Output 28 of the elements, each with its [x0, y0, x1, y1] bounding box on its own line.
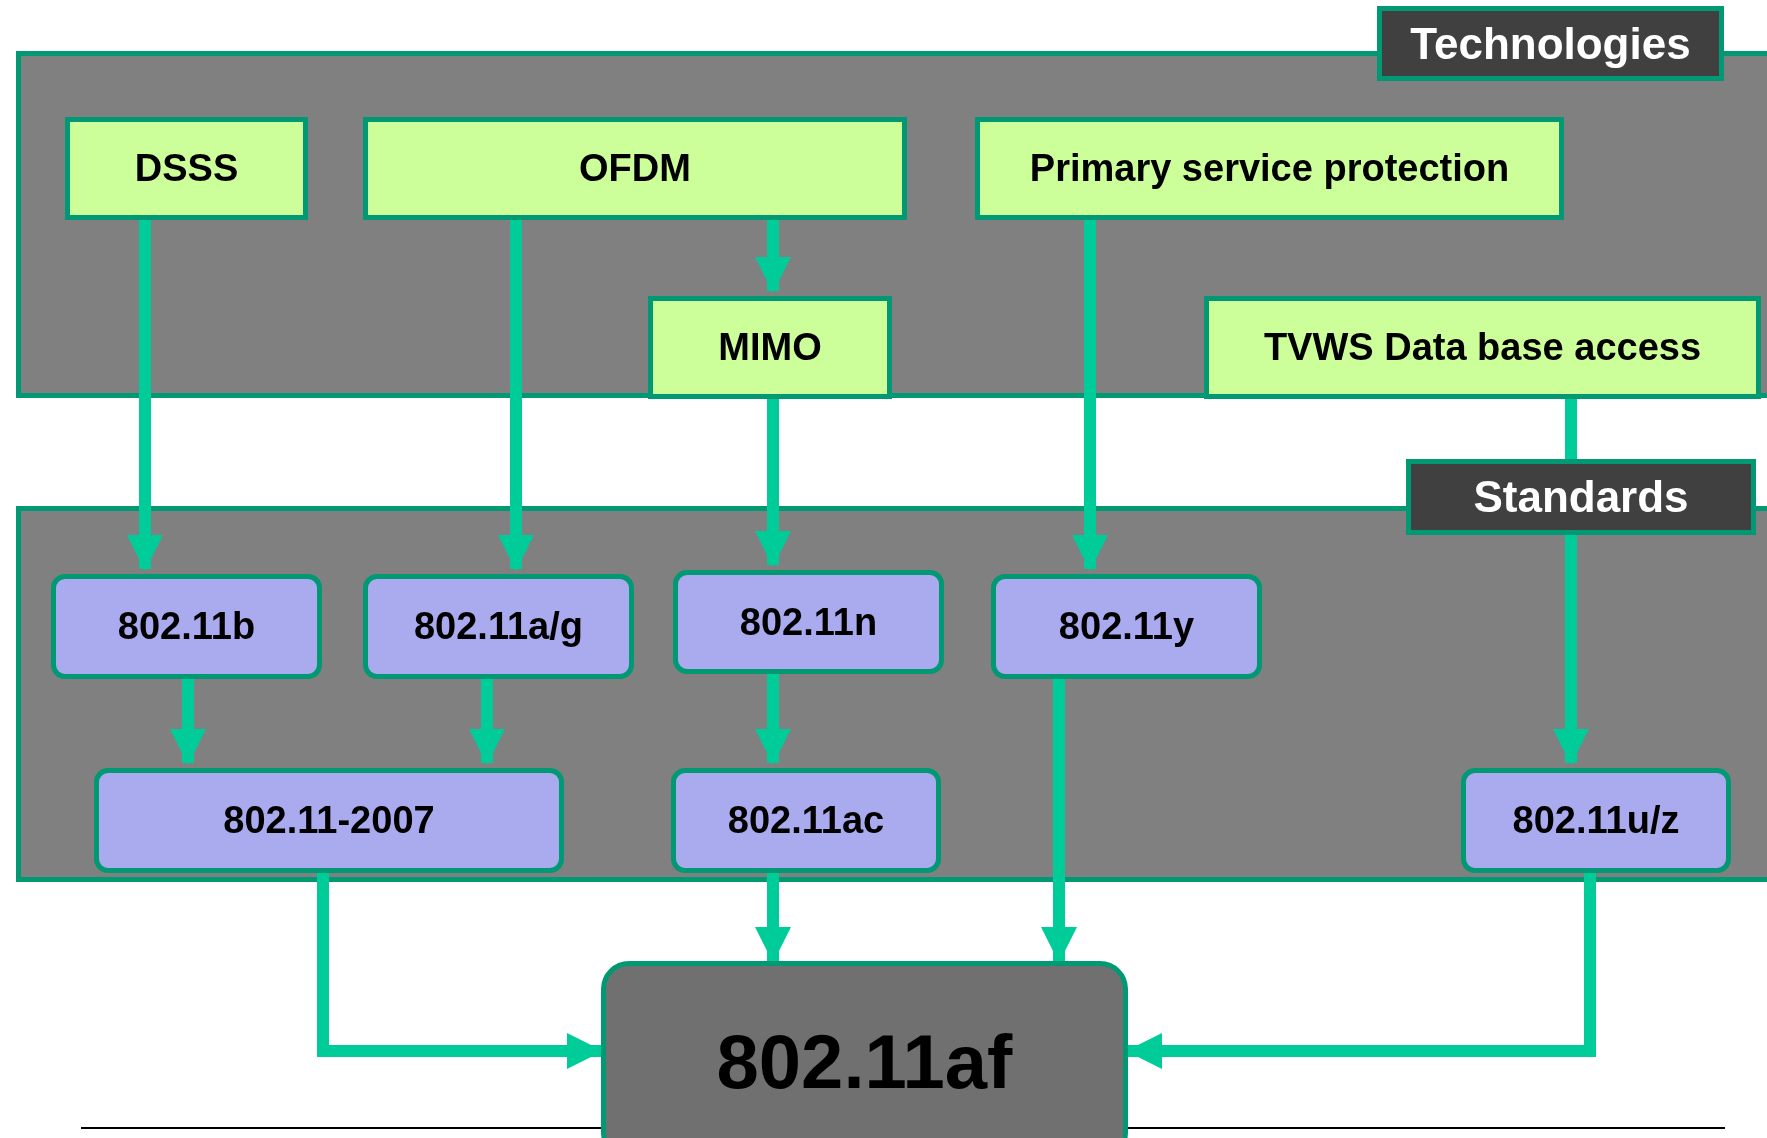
technology-box	[1204, 296, 1761, 399]
node-label: 802.11-2007	[223, 799, 435, 842]
technology-box	[975, 117, 1564, 220]
technology-box	[648, 296, 892, 399]
node-label: 802.11ac	[727, 799, 885, 842]
standard-box	[51, 574, 322, 679]
panel-heading: Technologies	[1377, 6, 1724, 81]
node-label: 802.11y	[1058, 605, 1195, 648]
node-label: 802.11a/g	[413, 605, 583, 648]
standard-box	[673, 570, 944, 674]
technology-box	[65, 117, 308, 220]
node-label: 802.11n	[739, 600, 878, 644]
standard-box	[991, 574, 1262, 679]
standard-box	[671, 768, 941, 873]
node-label: 802.11af	[716, 1018, 1013, 1105]
standard-box	[94, 768, 564, 873]
node-label: 802.11u/z	[1512, 799, 1680, 842]
standard-box	[363, 574, 634, 679]
technology-box	[363, 117, 907, 220]
node-label: DSSS	[134, 147, 239, 190]
node-label: TVWS Data base access	[1263, 326, 1702, 369]
panel-heading: Standards	[1406, 459, 1756, 535]
node-label: Primary service protection	[1029, 147, 1510, 190]
node-label: 802.11b	[117, 605, 256, 648]
node-label: MIMO	[718, 326, 822, 369]
node-label: OFDM	[579, 147, 691, 190]
target-standard-box	[601, 961, 1128, 1138]
standard-box	[1461, 768, 1731, 873]
